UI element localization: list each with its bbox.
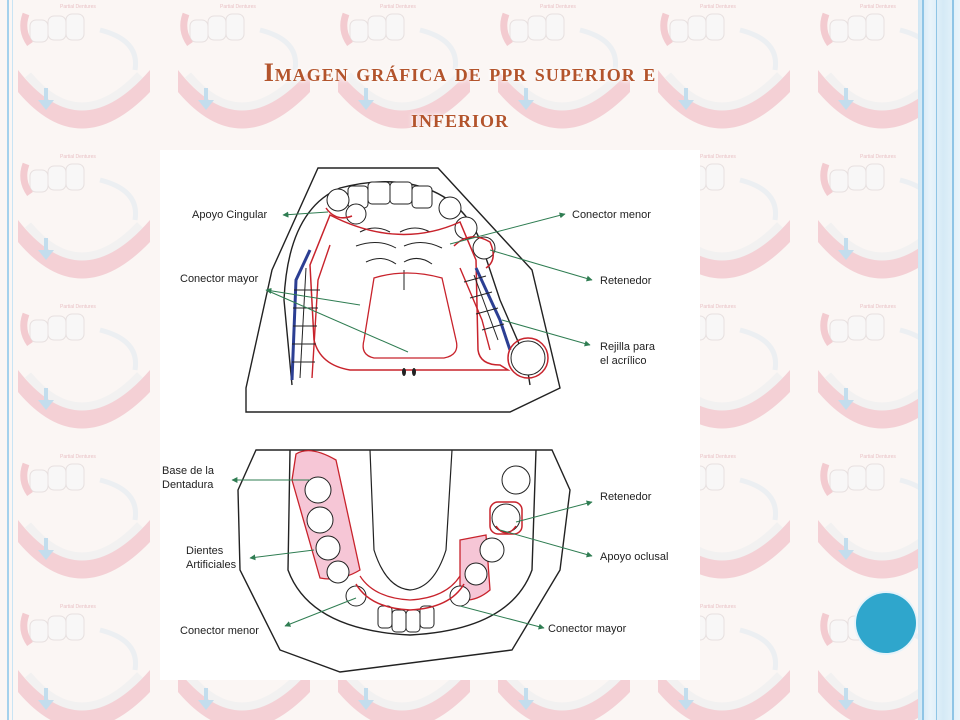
label-base-line-1: Base de la: [162, 465, 215, 477]
lower-cast-outline: [237, 449, 571, 673]
right-border-line: [952, 0, 954, 720]
lower-arch-inner: [369, 449, 453, 591]
upper-teeth: [326, 181, 546, 376]
label-retenedor-lower: Retenedor: [600, 491, 652, 503]
upper-leader-lines: [265, 211, 593, 353]
lower-major-connector-inner: [359, 575, 461, 601]
lower-molar: [501, 465, 531, 495]
label-conector-menor-lower: Conector menor: [180, 625, 259, 637]
ppr-diagram-svg: Apoyo Cingular Conector menor Conector m…: [162, 167, 669, 673]
upper-canine: [438, 196, 462, 220]
label-dientes-line-1: Dientes: [186, 545, 224, 557]
upper-palatal-opening: [362, 272, 458, 359]
left-border-line-thin: [12, 0, 13, 720]
upper-premolar: [345, 203, 367, 225]
lower-incisor: [419, 605, 435, 629]
upper-arch: [245, 167, 561, 413]
artificial-premolar: [326, 560, 350, 584]
upper-major-connector: [309, 213, 511, 371]
label-apoyo-cingular: Apoyo Cingular: [192, 209, 268, 221]
palatal-rugae: [355, 227, 443, 290]
lower-premolar: [479, 537, 505, 563]
slide-title: Imagen gráfica de ppr superior e inferio…: [80, 50, 840, 142]
title-line-2: inferior: [410, 104, 509, 133]
upper-cast-outline: [245, 167, 561, 413]
lower-incisor: [405, 609, 421, 633]
label-rejilla-line-1: Rejilla para: [600, 341, 656, 353]
lower-major-connector: [355, 583, 465, 611]
upper-cingulum-rest: [325, 207, 353, 219]
lower-canine: [345, 585, 367, 607]
upper-incisor: [411, 185, 433, 209]
lower-occlusal-rest: [495, 525, 517, 534]
fovea-dot: [412, 368, 416, 376]
lower-arch: [237, 449, 571, 673]
label-base-line-2: Dentadura: [162, 479, 214, 491]
lower-premolar: [464, 562, 488, 586]
upper-canine: [326, 188, 350, 212]
artificial-molar: [306, 506, 334, 534]
upper-clasp-molar: [507, 337, 549, 379]
upper-clasp-premolar: [453, 236, 494, 269]
label-conector-mayor-lower: Conector mayor: [548, 623, 627, 635]
label-retenedor-upper: Retenedor: [600, 275, 652, 287]
lower-molar: [491, 503, 521, 533]
title-line-1: Imagen gráfica de ppr superior e: [263, 58, 657, 87]
upper-incisor: [389, 181, 413, 205]
slide-nav-circle-button[interactable]: [856, 593, 916, 653]
left-border-line: [7, 0, 9, 720]
right-border-frame: [918, 0, 960, 720]
fovea-dot: [402, 368, 406, 376]
artificial-premolar: [315, 535, 341, 561]
label-conector-mayor-upper: Conector mayor: [180, 273, 259, 285]
right-border-line: [922, 0, 924, 720]
lower-arch-outline: [287, 449, 537, 636]
label-apoyo-oclusal: Apoyo oclusal: [600, 551, 669, 563]
acrylic-retention-grid-right: [459, 267, 512, 351]
right-border-line: [936, 0, 937, 720]
lower-leader-lines: [231, 477, 593, 630]
ppr-diagram: Apoyo Cingular Conector menor Conector m…: [160, 150, 700, 680]
label-dientes-line-2: Artificiales: [186, 559, 237, 571]
acrylic-retention-grid-left: [290, 244, 331, 381]
upper-molar: [510, 340, 546, 376]
artificial-teeth: [304, 476, 350, 584]
artificial-molar: [304, 476, 332, 504]
label-rejilla-line-2: el acrílico: [600, 355, 646, 367]
label-conector-menor-upper: Conector menor: [572, 209, 651, 221]
upper-incisor: [367, 181, 391, 205]
lower-clasp-molar: [489, 501, 523, 535]
lower-incisor: [377, 605, 393, 629]
lower-incisor: [391, 609, 407, 633]
lower-natural-teeth: [345, 465, 531, 633]
